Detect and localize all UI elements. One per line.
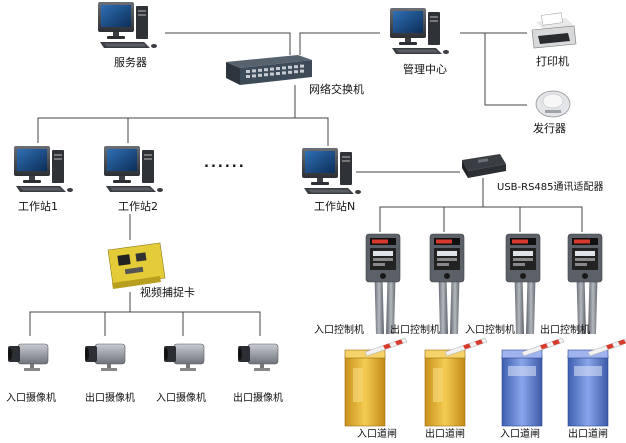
barrier-gate-4-icon — [567, 337, 626, 427]
workstation-2-computer-icon — [104, 146, 163, 192]
barrier-gate-2-label: 出口道闸 — [425, 429, 465, 440]
management-computer-icon — [390, 8, 449, 54]
capture-card-label: 视频捕捉卡 — [140, 286, 195, 299]
controller-2-label: 出口控制机 — [390, 325, 440, 336]
workstation-n-label: 工作站N — [314, 200, 356, 213]
workstation-ellipsis: ...... — [204, 156, 246, 171]
workstation-n-computer-icon — [302, 148, 361, 194]
camera-3-label: 入口摄像机 — [156, 393, 206, 404]
camera-3-icon — [163, 343, 205, 372]
controller-2-icon — [429, 233, 465, 335]
management-center-label: 管理中心 — [403, 63, 447, 76]
barrier-gate-1-label: 入口道闸 — [357, 429, 397, 440]
card-issuer-icon — [535, 90, 571, 118]
switch-label: 网络交换机 — [309, 83, 364, 96]
barrier-gate-2-icon — [424, 337, 488, 427]
barrier-gate-4-label: 出口道闸 — [568, 429, 608, 440]
printer-label: 打印机 — [536, 55, 569, 68]
card-issuer-label: 发行器 — [533, 122, 566, 135]
barrier-gate-3-label: 入口道闸 — [500, 429, 540, 440]
server-label: 服务器 — [114, 56, 147, 69]
workstation-1-label: 工作站1 — [18, 200, 58, 213]
workstation-2-label: 工作站2 — [118, 200, 158, 213]
camera-4-icon — [237, 343, 279, 372]
workstation-1-computer-icon — [14, 146, 73, 192]
usb-adapter-icon — [462, 154, 506, 178]
controller-3-icon — [505, 233, 541, 335]
usb-adapter-label: USB-RS485通讯适配器 — [497, 182, 604, 193]
connection-lines — [29, 32, 583, 336]
camera-2-icon — [84, 343, 126, 372]
controller-4-icon — [567, 233, 603, 335]
printer-icon — [531, 12, 577, 49]
network-switch-icon — [226, 55, 312, 85]
controller-3-label: 入口控制机 — [465, 325, 515, 336]
barrier-gate-1-icon — [344, 337, 408, 427]
camera-1-icon — [7, 343, 49, 372]
barrier-gate-3-icon — [501, 337, 565, 427]
camera-2-label: 出口摄像机 — [85, 393, 135, 404]
video-capture-card-icon — [107, 242, 166, 289]
camera-1-label: 入口摄像机 — [6, 393, 56, 404]
server-computer-icon — [98, 2, 157, 48]
controller-4-label: 出口控制机 — [540, 325, 590, 336]
controller-1-icon — [365, 233, 401, 335]
camera-4-label: 出口摄像机 — [233, 393, 283, 404]
controller-1-label: 入口控制机 — [314, 325, 364, 336]
